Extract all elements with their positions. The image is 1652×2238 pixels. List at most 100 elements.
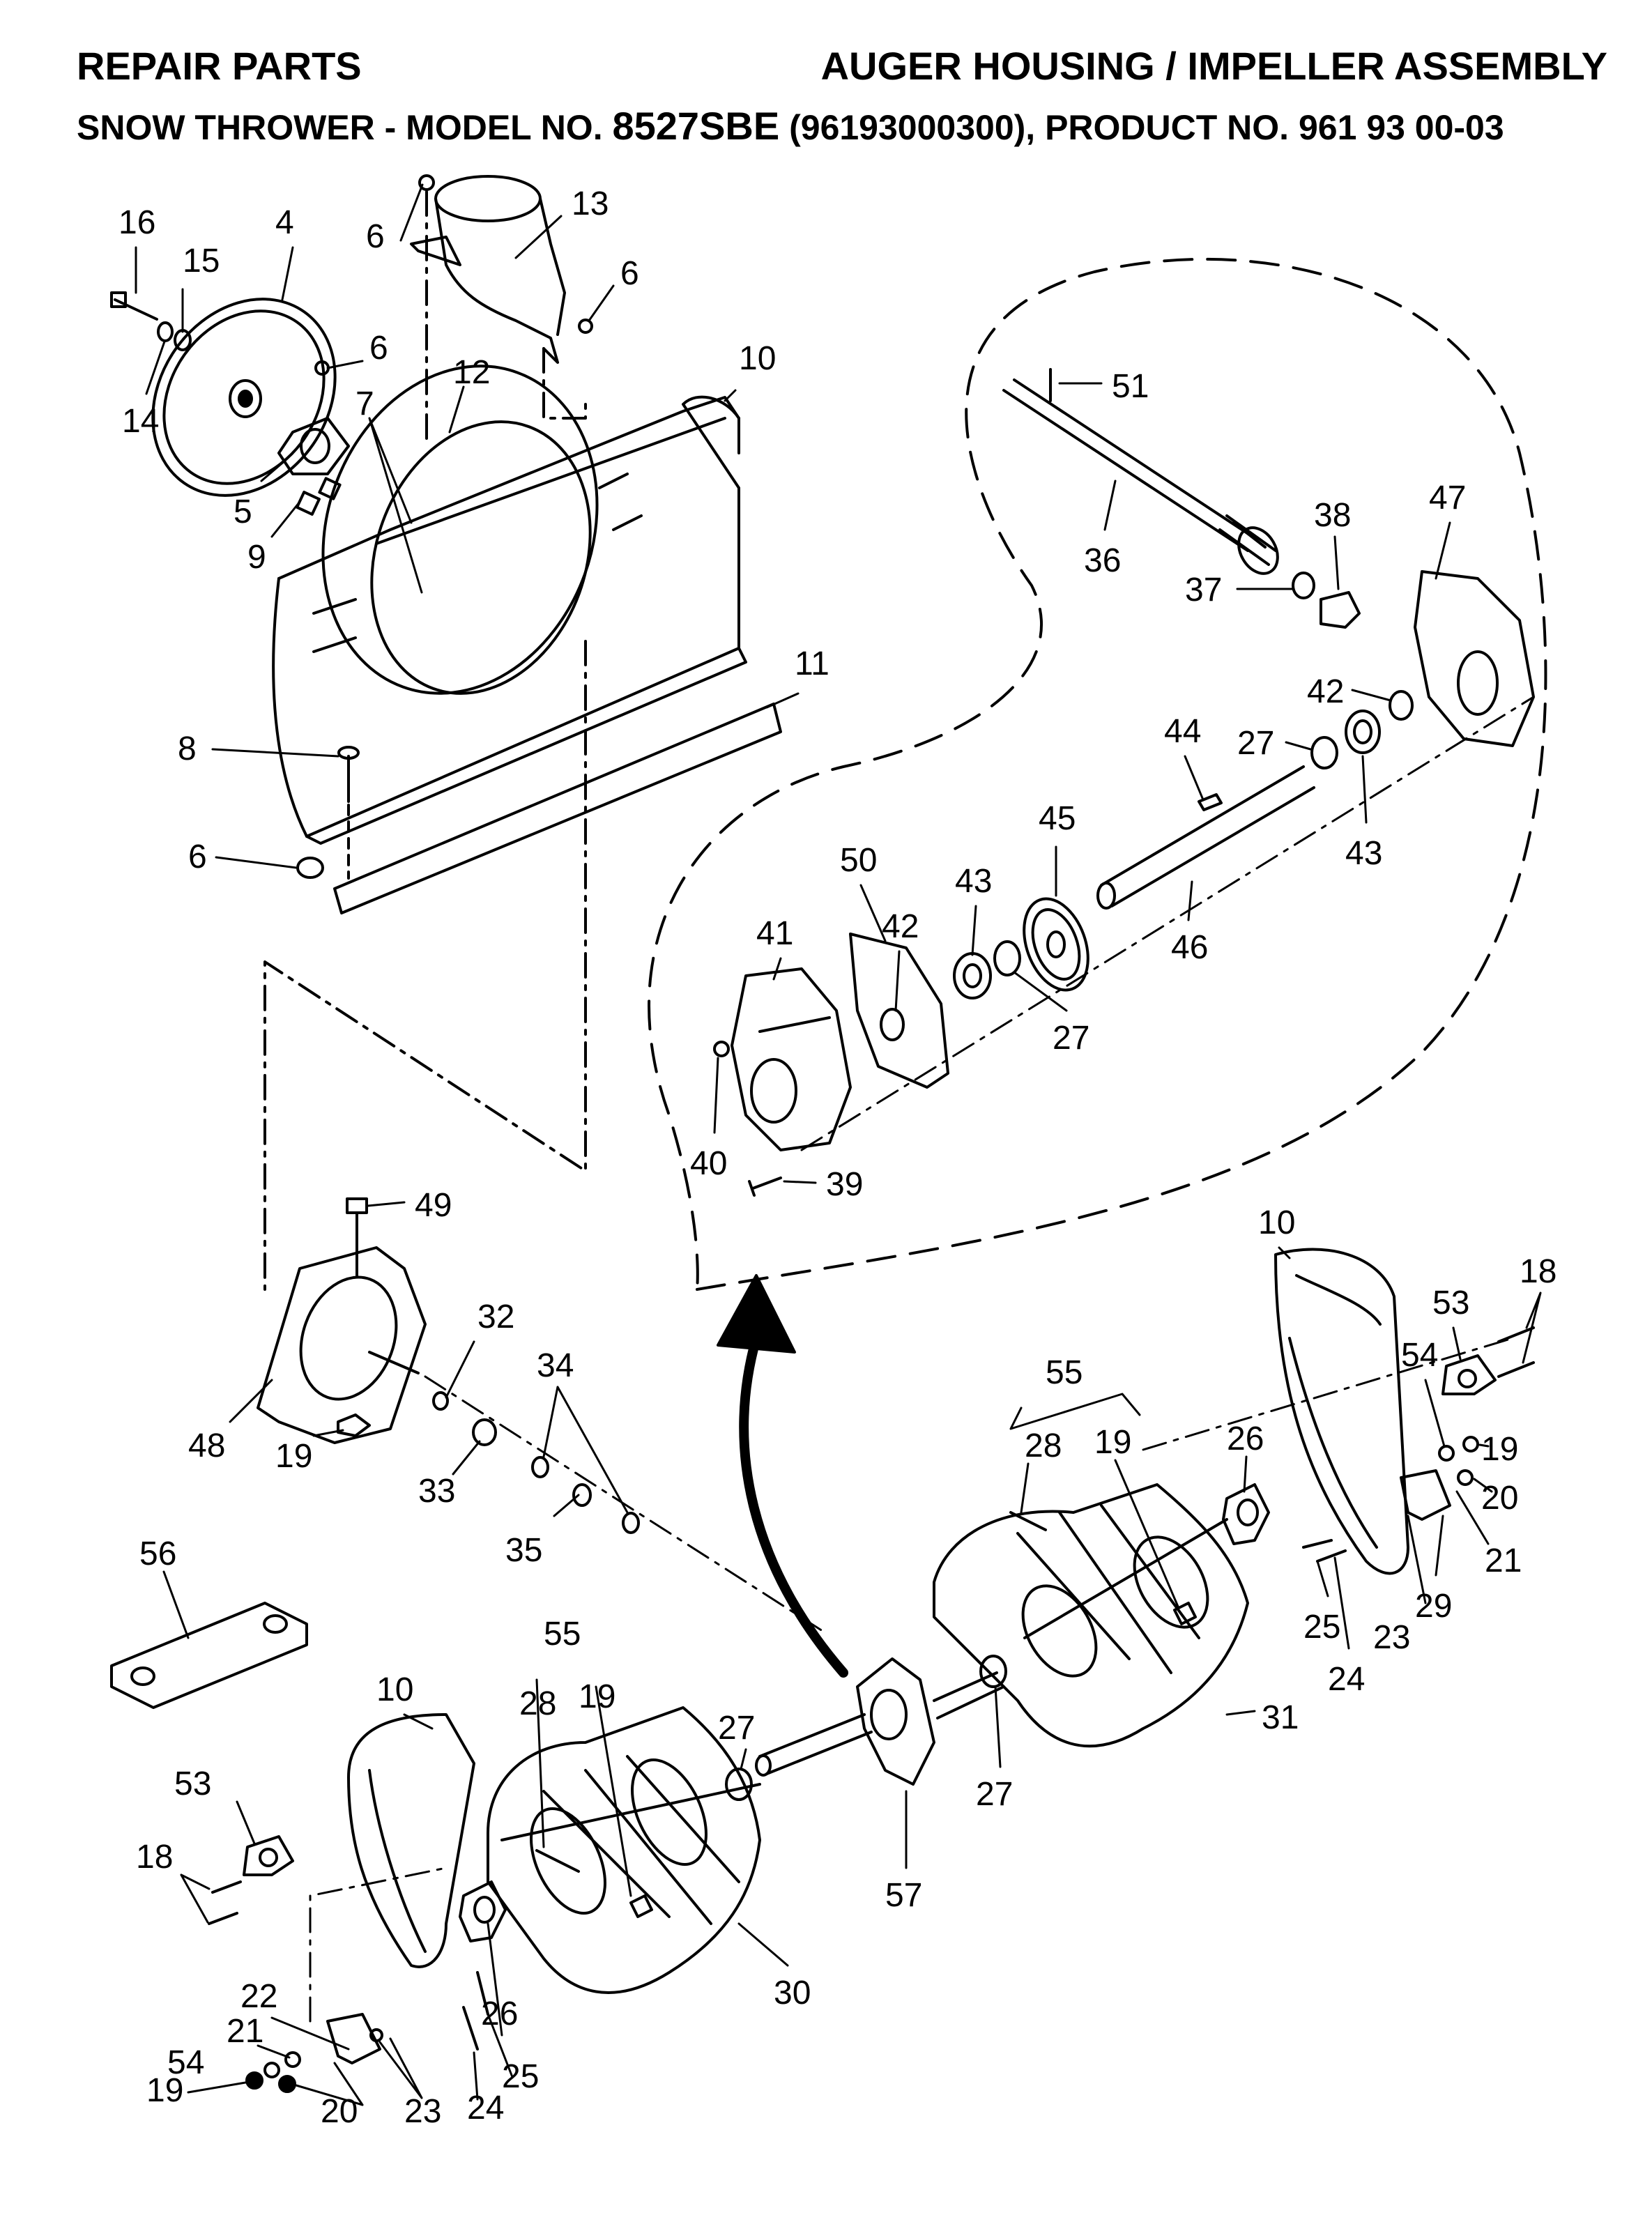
bolt-49-head xyxy=(346,1197,368,1214)
callout-21: 21 xyxy=(227,2013,263,2050)
square-nut xyxy=(318,477,342,500)
bearing-flange-53-left xyxy=(243,1835,294,1876)
retaining-ring-35 xyxy=(572,1483,592,1507)
callout-53: 53 xyxy=(174,1765,211,1802)
callout-49: 49 xyxy=(415,1187,452,1224)
callout-24: 24 xyxy=(467,2090,504,2126)
chute-adapter xyxy=(410,175,566,364)
callout-34: 34 xyxy=(537,1347,574,1384)
callout-16: 16 xyxy=(118,204,155,241)
callout-28: 28 xyxy=(519,1685,556,1722)
callout-43: 43 xyxy=(1345,835,1382,872)
callout-30: 30 xyxy=(774,1975,811,2011)
gear-housing-half-47 xyxy=(1414,570,1535,747)
callout-9: 9 xyxy=(247,539,266,576)
callout-42: 42 xyxy=(1307,673,1344,710)
auger-nut-19-right xyxy=(1173,1602,1197,1625)
callout-41: 41 xyxy=(756,915,793,952)
bearing-housing-48 xyxy=(257,1246,427,1444)
callout-29: 29 xyxy=(1415,1588,1452,1625)
bushing-38 xyxy=(1320,591,1361,629)
callout-21: 21 xyxy=(1485,1542,1522,1579)
callout-6: 6 xyxy=(369,330,388,367)
callout-28: 28 xyxy=(1025,1427,1062,1464)
auger-shaft-46 xyxy=(1096,765,1315,910)
gearbox-57 xyxy=(856,1657,935,1786)
gear-housing-half-41 xyxy=(731,967,852,1151)
detail-arrowhead xyxy=(717,1274,796,1354)
alignment-line-housing xyxy=(263,640,587,1291)
callout-31: 31 xyxy=(1262,1699,1299,1736)
callout-54: 54 xyxy=(1401,1337,1438,1374)
grease-fitting-40 xyxy=(713,1041,730,1057)
leader-lines xyxy=(135,183,1542,2106)
auger-bolt-28-left xyxy=(535,1849,580,1873)
gearbox-centerline xyxy=(800,696,1535,1151)
nut-6-top xyxy=(418,174,435,191)
callout-27: 27 xyxy=(976,1776,1013,1813)
washer-23-left xyxy=(369,2028,383,2042)
callout-19: 19 xyxy=(1481,1431,1518,1468)
callout-54: 54 xyxy=(167,2044,204,2081)
bolt-18-right-b xyxy=(1497,1361,1535,1378)
callout-57: 57 xyxy=(885,1877,922,1914)
callout-6: 6 xyxy=(366,218,385,255)
callout-43: 43 xyxy=(955,863,992,900)
bolt-39 xyxy=(748,1177,782,1197)
bearing-flange-5 xyxy=(277,417,350,475)
callout-4: 4 xyxy=(275,204,294,241)
washer-32 xyxy=(432,1391,449,1411)
callout-33: 33 xyxy=(418,1473,455,1510)
bearing-43-right xyxy=(1345,710,1381,754)
callout-32: 32 xyxy=(477,1298,514,1335)
washer-34-b xyxy=(622,1512,640,1534)
seal-42-left xyxy=(880,1008,905,1041)
callout-40: 40 xyxy=(690,1145,727,1182)
axle-left xyxy=(758,1713,873,1775)
bolt-25-24-right xyxy=(1302,1539,1347,1563)
left-shaft-line xyxy=(424,1375,824,1632)
callout-39: 39 xyxy=(826,1166,863,1203)
bearing-26-right xyxy=(1222,1483,1270,1545)
bolt-24-left xyxy=(462,2006,479,2051)
washer-21-left xyxy=(284,2051,301,2068)
callout-26: 26 xyxy=(481,1995,518,2032)
gearbox-detail-boundary xyxy=(648,257,1547,1291)
callout-6: 6 xyxy=(188,838,207,875)
callout-11: 11 xyxy=(795,645,829,682)
callout-27: 27 xyxy=(718,1710,755,1747)
callout-44: 44 xyxy=(1164,713,1201,750)
callout-7: 7 xyxy=(355,385,374,422)
detail-arrow xyxy=(739,1333,848,1678)
callout-50: 50 xyxy=(840,842,877,879)
callout-18: 18 xyxy=(136,1839,173,1876)
auger-nut-19-left xyxy=(629,1894,653,1918)
callout-55: 55 xyxy=(544,1616,581,1653)
bolt-16 xyxy=(110,291,158,321)
callout-19: 19 xyxy=(146,2072,183,2109)
nut-6-right xyxy=(578,319,593,334)
callout-38: 38 xyxy=(1314,497,1351,534)
callout-19: 19 xyxy=(1094,1424,1131,1461)
washer-54-left xyxy=(263,2062,280,2078)
bearing-flange-53-right xyxy=(1441,1354,1497,1395)
callout-45: 45 xyxy=(1039,800,1076,837)
callout-6: 6 xyxy=(620,255,639,292)
right-mount-line xyxy=(1142,1337,1514,1451)
callout-14: 14 xyxy=(122,403,159,440)
callout-10: 10 xyxy=(739,340,776,377)
callout-27: 27 xyxy=(1053,1020,1089,1057)
callout-55: 55 xyxy=(1046,1354,1083,1391)
axle-end xyxy=(755,1754,772,1777)
callout-46: 46 xyxy=(1171,929,1208,966)
callout-10: 10 xyxy=(1258,1204,1295,1241)
subtitle-prefix: SNOW THROWER - MODEL NO. xyxy=(77,108,613,147)
bolt-18-left-a xyxy=(211,1880,242,1894)
callout-24: 24 xyxy=(1328,1661,1365,1698)
seal-42-right xyxy=(1389,690,1414,721)
callout-12: 12 xyxy=(453,354,490,391)
model-subtitle: SNOW THROWER - MODEL NO. 8527SBE (961930… xyxy=(77,103,1504,148)
nut-20-right xyxy=(1457,1469,1474,1486)
auger-31 xyxy=(933,1483,1249,1748)
callout-53: 53 xyxy=(1432,1285,1469,1321)
